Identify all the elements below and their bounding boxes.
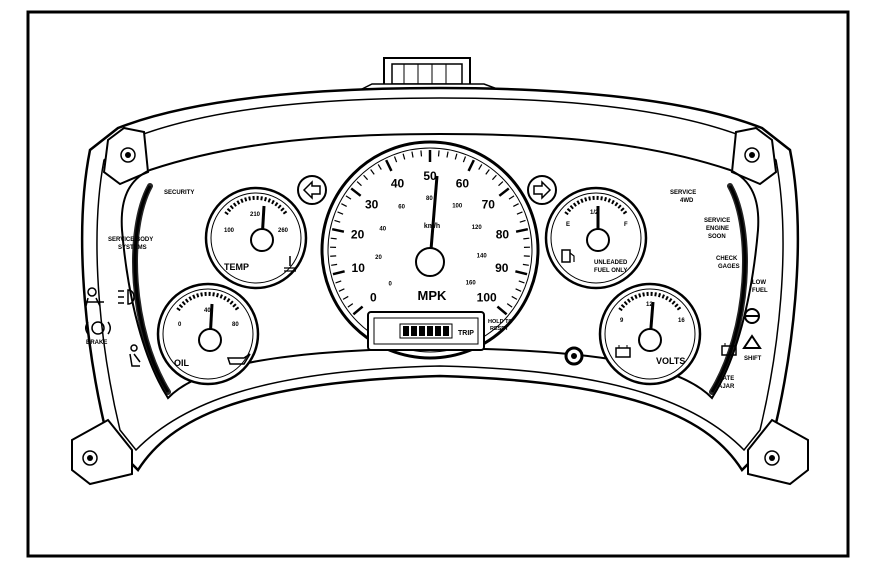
volts-gauge: 9 12 16 VOLTS xyxy=(600,284,700,384)
fuel-note-2: FUEL ONLY xyxy=(594,268,627,274)
temp-gauge: 100 210 260 TEMP xyxy=(206,188,306,288)
mph-tick-label: 70 xyxy=(482,197,496,211)
mph-tick-label: 80 xyxy=(496,228,510,242)
speed-tick-mark xyxy=(523,238,529,239)
low-fuel-label-1: LOW xyxy=(752,280,766,286)
odometer-digit xyxy=(411,326,417,336)
low-fuel-label-2: FUEL xyxy=(752,288,768,294)
kmh-tick-label: 60 xyxy=(398,204,405,210)
speed-tick-mark xyxy=(331,238,337,239)
oil-label: OIL xyxy=(174,358,190,368)
temp-tick-mid: 210 xyxy=(250,212,261,218)
security-label: SECURITY xyxy=(164,190,194,196)
odometer-digit xyxy=(419,326,425,336)
fuel-gauge: E 1/2 F UNLEADED FUEL ONLY xyxy=(546,188,646,288)
hold-label-1: HOLD TO xyxy=(488,319,513,325)
gate-ajar-label-1: GATE xyxy=(718,376,734,382)
shift-label: SHIFT xyxy=(744,356,762,362)
mph-tick-label: 90 xyxy=(495,261,509,275)
mph-tick-label: 20 xyxy=(351,228,365,242)
mph-tick-label: 30 xyxy=(365,197,379,211)
mph-tick-label: 100 xyxy=(477,291,497,305)
volts-tick-high: 16 xyxy=(678,318,685,324)
kmh-tick-label: 100 xyxy=(452,204,463,210)
service-body-label-1: SERVICE BODY xyxy=(108,237,153,243)
temp-tick-low: 100 xyxy=(224,228,235,234)
kmh-tick-label: 140 xyxy=(477,254,488,260)
connector xyxy=(360,58,500,90)
service-engine-label-2: ENGINE xyxy=(706,226,729,232)
service-body-label-2: SYSTEMS xyxy=(118,245,147,251)
volts-label: VOLTS xyxy=(656,356,685,366)
service-4wd-label-1: SERVICE xyxy=(670,190,696,196)
trip-label: TRIP xyxy=(458,330,474,337)
service-engine-label-3: SOON xyxy=(708,234,726,240)
odometer-digit xyxy=(427,326,433,336)
speed-tick-mark xyxy=(421,150,422,156)
check-gages-label-1: CHECK xyxy=(716,256,738,262)
oil-tick-high: 80 xyxy=(232,322,239,328)
gate-ajar-label-2: AJAR xyxy=(718,384,735,390)
mph-tick-label: 40 xyxy=(391,176,405,190)
mph-tick-label: 0 xyxy=(370,291,377,305)
service-4wd-label-2: 4WD xyxy=(680,198,694,204)
kmh-tick-label: 40 xyxy=(379,226,386,232)
kmh-tick-label: 80 xyxy=(426,196,433,202)
right-turn-arrow-icon xyxy=(528,176,556,204)
left-turn-arrow-icon xyxy=(298,176,326,204)
mph-tick-label: 10 xyxy=(352,261,366,275)
trip-reset-knob[interactable] xyxy=(566,348,582,364)
kmh-tick-label: 120 xyxy=(472,225,483,231)
fuel-note-1: UNLEADED xyxy=(594,260,628,266)
mph-tick-label: 60 xyxy=(456,176,470,190)
temp-tick-high: 260 xyxy=(278,228,289,234)
mph-tick-label: 50 xyxy=(423,169,437,183)
kmh-tick-label: 20 xyxy=(375,255,382,261)
speed-tick-mark xyxy=(439,150,440,156)
oil-gauge: 0 40 80 OIL xyxy=(158,284,258,384)
brake-label: BRAKE xyxy=(86,340,107,346)
speedometer-unit-label: MPK xyxy=(418,288,448,303)
odometer-digit xyxy=(435,326,441,336)
odometer-digit xyxy=(443,326,449,336)
fuel-tick-full: F xyxy=(624,222,628,228)
check-gages-label-2: GAGES xyxy=(718,264,740,270)
odometer-digit xyxy=(403,326,409,336)
kmh-tick-label: 160 xyxy=(466,280,477,286)
speedometer-hub xyxy=(416,248,444,276)
service-engine-label-1: SERVICE xyxy=(704,218,730,224)
temp-label: TEMP xyxy=(224,262,249,272)
fuel-tick-empty: E xyxy=(566,222,570,228)
hold-label-2: RESET xyxy=(490,326,509,332)
